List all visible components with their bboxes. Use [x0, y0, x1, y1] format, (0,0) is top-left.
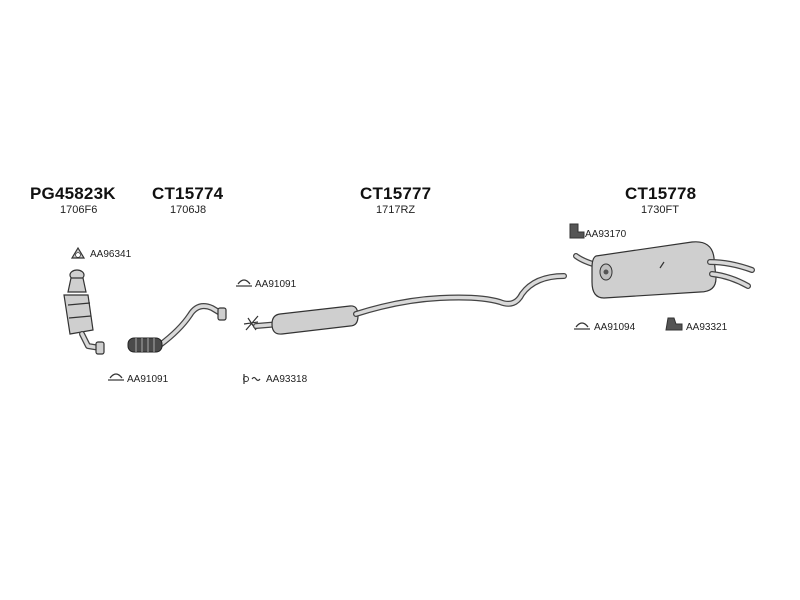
part-ref-middle-silencer: 1717RZ — [376, 204, 416, 216]
fitting-label-bolt-spring: AA93318 — [266, 374, 308, 385]
part-code-middle-silencer: CT15777 — [360, 184, 432, 203]
part-ref-catalyst: 1706F6 — [60, 204, 98, 216]
fitting-label-mount: AA93321 — [686, 322, 728, 333]
bolt-spring-icon — [243, 374, 261, 384]
part-code-rear-silencer: CT15778 — [625, 184, 697, 203]
fitting-label-clamp-right: AA91094 — [594, 322, 636, 333]
mount-icon — [665, 317, 683, 331]
gasket-icon — [70, 246, 86, 259]
clamp-icon-right — [574, 322, 590, 330]
clamp-icon-left — [108, 373, 124, 381]
part-code-catalyst: PG45823K — [30, 184, 116, 203]
fitting-label-gasket: AA96341 — [90, 249, 132, 260]
catalyst-converter — [63, 269, 105, 355]
hanger-icon — [569, 223, 585, 239]
front-pipe — [127, 303, 227, 353]
fitting-label-hanger: AA93170 — [585, 229, 627, 240]
clamp-icon-mid — [236, 279, 252, 287]
fitting-label-clamp-mid: AA91091 — [255, 279, 297, 290]
part-ref-front-pipe: 1706J8 — [170, 204, 207, 216]
fitting-label-clamp-left: AA91091 — [127, 374, 169, 385]
part-ref-rear-silencer: 1730FT — [641, 204, 679, 216]
rear-silencer — [573, 241, 755, 299]
middle-silencer — [243, 273, 567, 335]
part-code-front-pipe: CT15774 — [152, 184, 224, 203]
